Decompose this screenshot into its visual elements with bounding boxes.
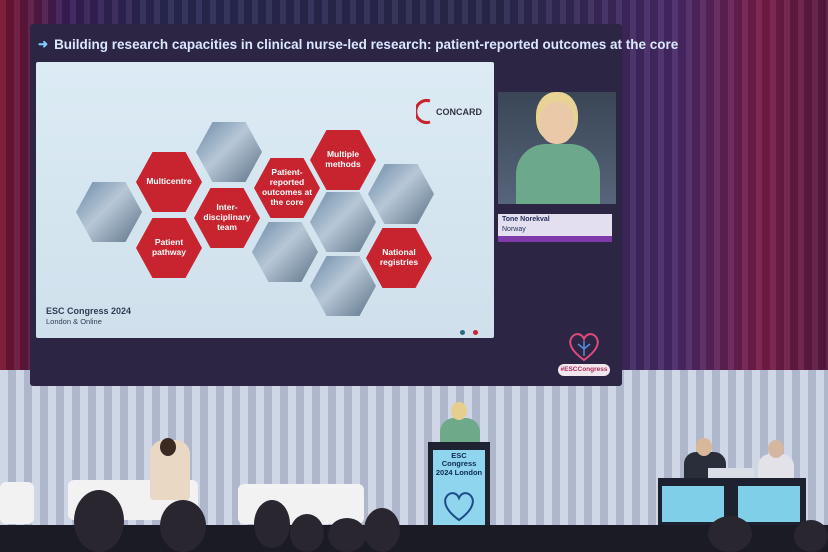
concard-logo: CONCARD (416, 99, 482, 124)
hex-photo-nurses (252, 222, 318, 282)
arrow-icon: ➜ (38, 37, 49, 51)
speaker-name: Tone Norekval (502, 216, 550, 223)
hashtag-badge: #ESCCongress (558, 364, 610, 376)
slide-dots (456, 322, 479, 340)
audience-head-4 (290, 514, 324, 552)
hex-patient-pathway: Patient pathway (136, 218, 202, 278)
logo-text: CONCARD (436, 107, 482, 117)
panel-screen-right (738, 486, 800, 522)
dot-red (473, 330, 479, 335)
hex-patient-reported-outcomes: Patient-reported outcomes at the core (254, 158, 320, 218)
audience-head-8 (794, 520, 828, 552)
speaker-country: Norway (502, 226, 526, 233)
audience-head-1 (74, 490, 124, 552)
audience-head-5 (328, 518, 366, 552)
hex-photo-meeting (196, 122, 262, 182)
panel-screen-left (662, 486, 724, 522)
speaker-lectern-head (451, 402, 467, 420)
slide-title: Building research capacities in clinical… (54, 36, 679, 52)
stage-floor (0, 525, 828, 552)
hex-photo-clinic (310, 192, 376, 252)
speaker-camera-feed (498, 92, 616, 204)
sofa-left (0, 482, 34, 524)
hex-national-registries: National registries (366, 228, 432, 288)
hex-multiple-methods: Multiple methods (310, 130, 376, 190)
dot-teal (460, 330, 465, 335)
slide-title-bar: ➜ Building research capacities in clinic… (38, 33, 678, 55)
hex-photo-monitor (310, 256, 376, 316)
lectern-line2: 2024 London (435, 467, 483, 477)
panelist-head (160, 438, 176, 456)
esc-heart-logo (569, 333, 599, 362)
lectern-heart-icon (444, 492, 474, 522)
speaker-body (516, 144, 600, 204)
lectern-line1: ESC Congress (441, 451, 477, 469)
hex-photo-patients (368, 164, 434, 224)
hex-photo-team (76, 182, 142, 242)
hex-interdisciplinary-team: Inter-disciplinary team (194, 188, 260, 248)
moderator-1-head (696, 438, 712, 456)
audience-head-2 (160, 500, 206, 552)
lectern-screen (433, 450, 485, 538)
lectern-label: ESC Congress 2024 London (433, 451, 485, 477)
slide-footer: ESC Congress 2024 London & Online (46, 306, 131, 326)
audience-head-6 (364, 508, 400, 552)
moderator-2-head (768, 440, 784, 458)
moderator-2 (758, 454, 794, 480)
footer-subtitle: London & Online (46, 317, 102, 326)
hex-multicentre: Multicentre (136, 152, 202, 212)
speaker-head (540, 102, 574, 144)
speaker-caption: Tone Norekval Norway (498, 214, 612, 242)
footer-title: ESC Congress 2024 (46, 306, 132, 316)
audience-head-7 (708, 516, 752, 552)
caption-band (498, 236, 612, 242)
audience-head-3 (254, 500, 290, 548)
